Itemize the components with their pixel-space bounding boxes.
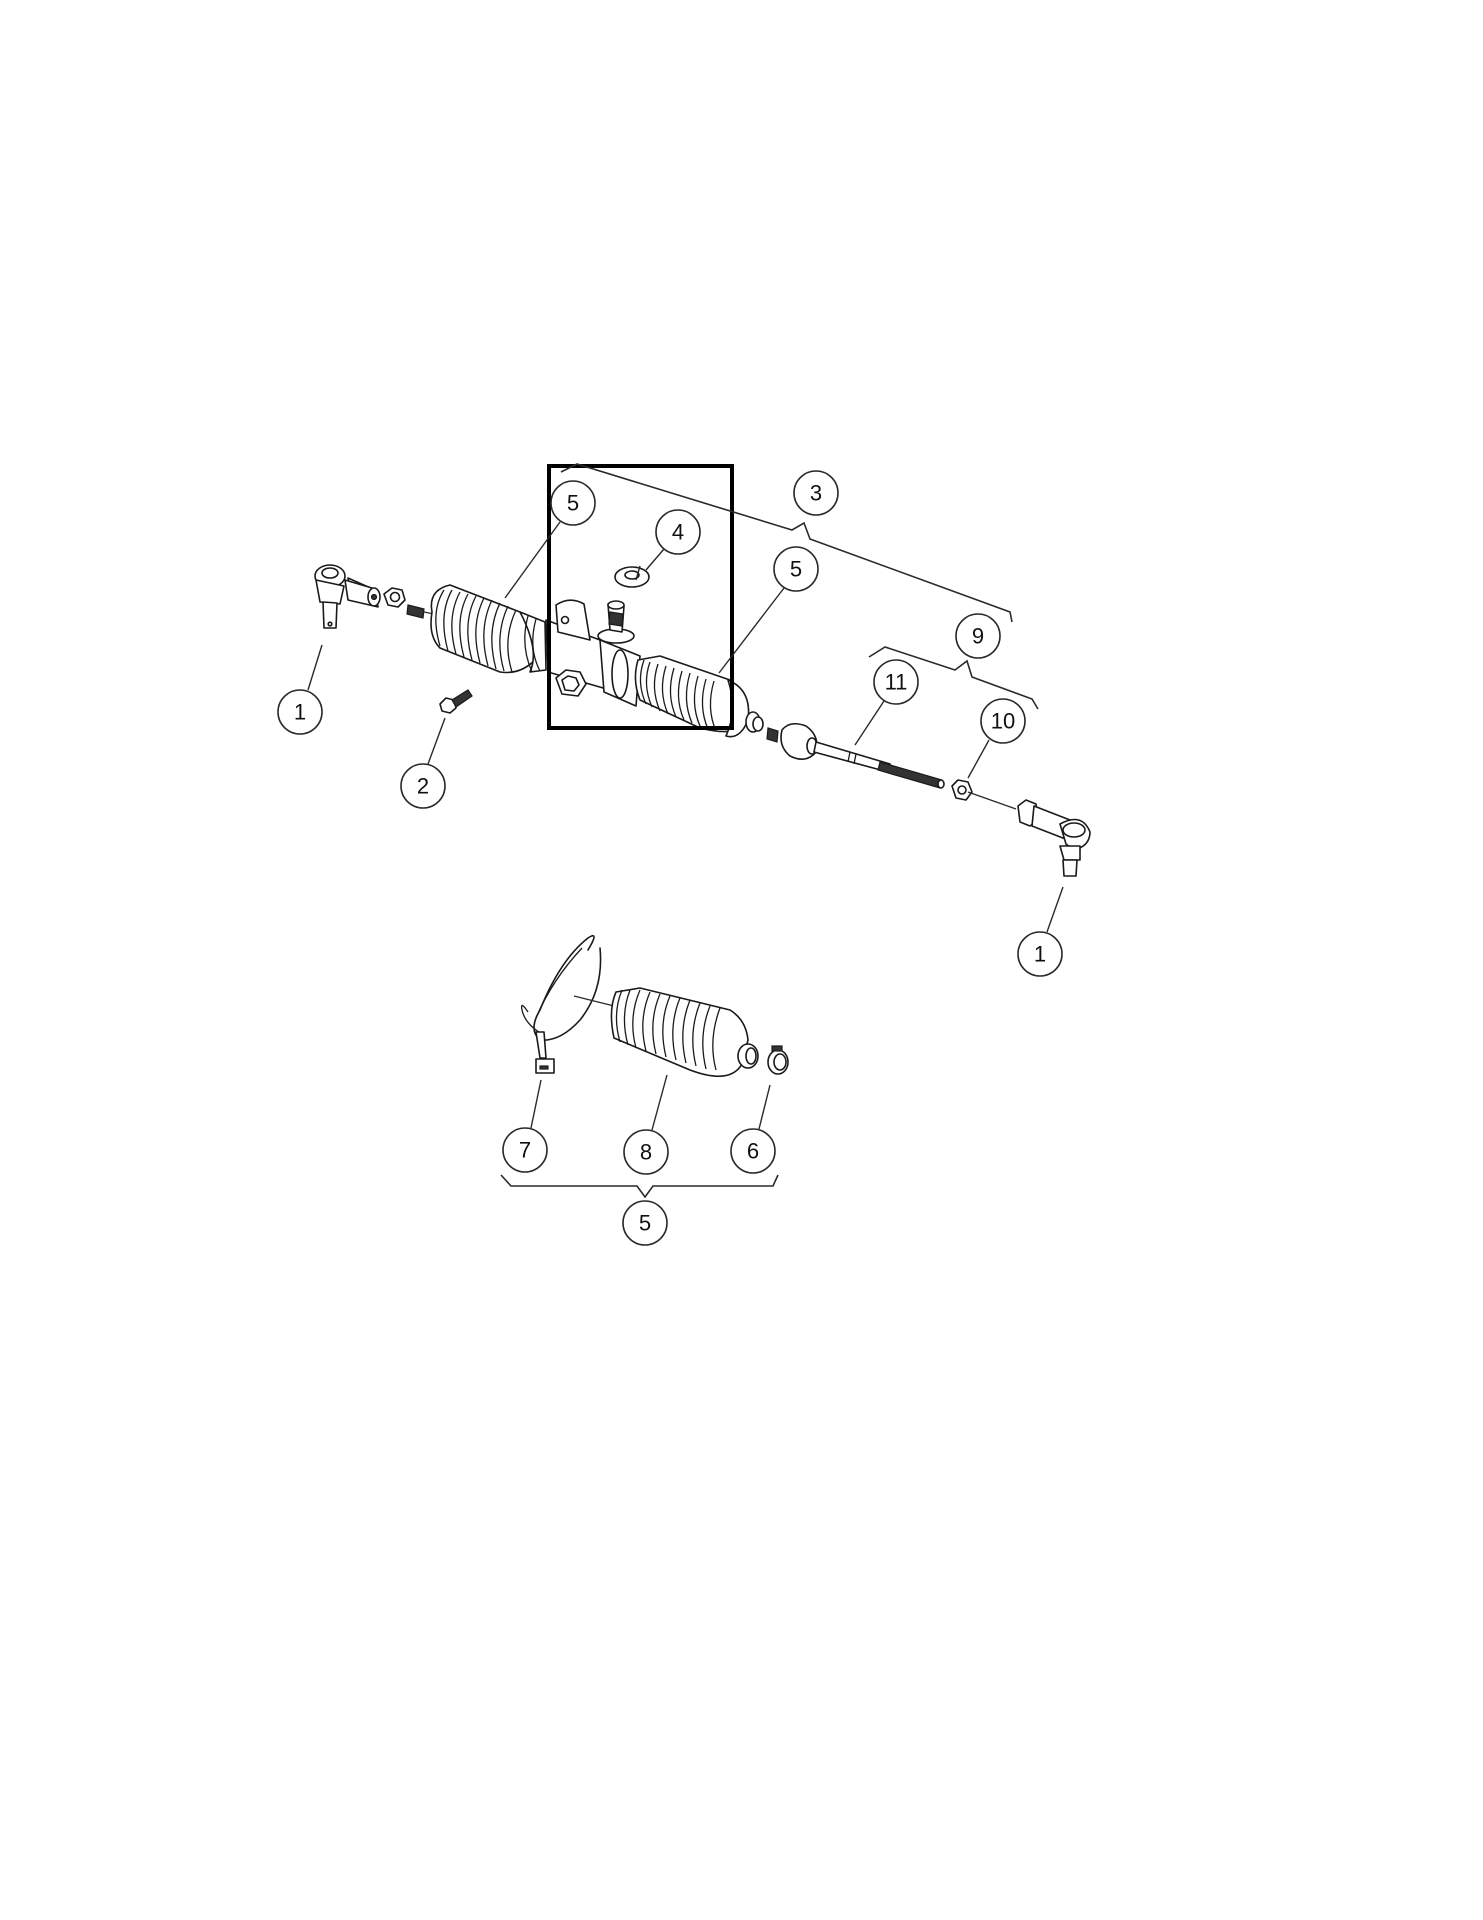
callout-10: 10	[980, 698, 1026, 744]
left-tie-rod-end	[314, 564, 381, 629]
boot-kit-boot	[610, 987, 759, 1077]
callout-9: 9	[955, 613, 1001, 659]
left-boot	[430, 584, 547, 674]
callout-4: 4	[655, 509, 701, 555]
callout-3: 3	[793, 470, 839, 516]
bracket-group-9	[868, 646, 1039, 710]
svg-text:4: 4	[672, 520, 684, 545]
highlight-box	[547, 464, 734, 730]
right-tie-rod-end	[1017, 799, 1091, 877]
svg-text:5: 5	[567, 491, 579, 516]
mounting-bolt	[439, 689, 473, 714]
callout-8: 8	[623, 1129, 669, 1175]
svg-text:10: 10	[991, 709, 1015, 734]
callout-1-left: 1	[277, 689, 323, 735]
bracket-group-3	[560, 463, 1013, 623]
leader-lines	[307, 521, 1064, 1131]
svg-text:6: 6	[747, 1139, 759, 1164]
callout-2: 2	[400, 763, 446, 809]
pinion-seal	[614, 566, 650, 588]
callout-7: 7	[502, 1127, 548, 1173]
bracket-group-5-kit	[500, 1174, 779, 1199]
svg-text:3: 3	[810, 481, 822, 506]
svg-text:5: 5	[790, 557, 802, 582]
svg-text:8: 8	[640, 1140, 652, 1165]
callout-6: 6	[730, 1128, 776, 1174]
steering-gear-housing	[545, 599, 641, 707]
right-jam-nut	[951, 779, 1017, 810]
left-jam-nut	[383, 587, 406, 608]
callout-5-upper-right: 5	[773, 546, 819, 592]
callout-11: 11	[873, 659, 919, 705]
callout-5-upper-left: 5	[550, 480, 596, 526]
svg-text:7: 7	[519, 1138, 531, 1163]
callout-1-right: 1	[1017, 931, 1063, 977]
cable-tie-leader	[573, 995, 615, 1007]
svg-text:1: 1	[294, 700, 306, 725]
svg-text:9: 9	[972, 624, 984, 649]
svg-text:2: 2	[417, 774, 429, 799]
svg-text:11: 11	[885, 670, 908, 695]
svg-text:1: 1	[1034, 942, 1046, 967]
right-boot	[634, 655, 764, 738]
left-inner-rod-stub	[406, 604, 435, 619]
inner-tie-rod	[766, 722, 945, 789]
callout-5-kit: 5	[622, 1200, 668, 1246]
boot-kit-cable-tie	[520, 934, 602, 1074]
boot-kit-clamp	[767, 1045, 789, 1075]
svg-text:5: 5	[639, 1211, 651, 1236]
